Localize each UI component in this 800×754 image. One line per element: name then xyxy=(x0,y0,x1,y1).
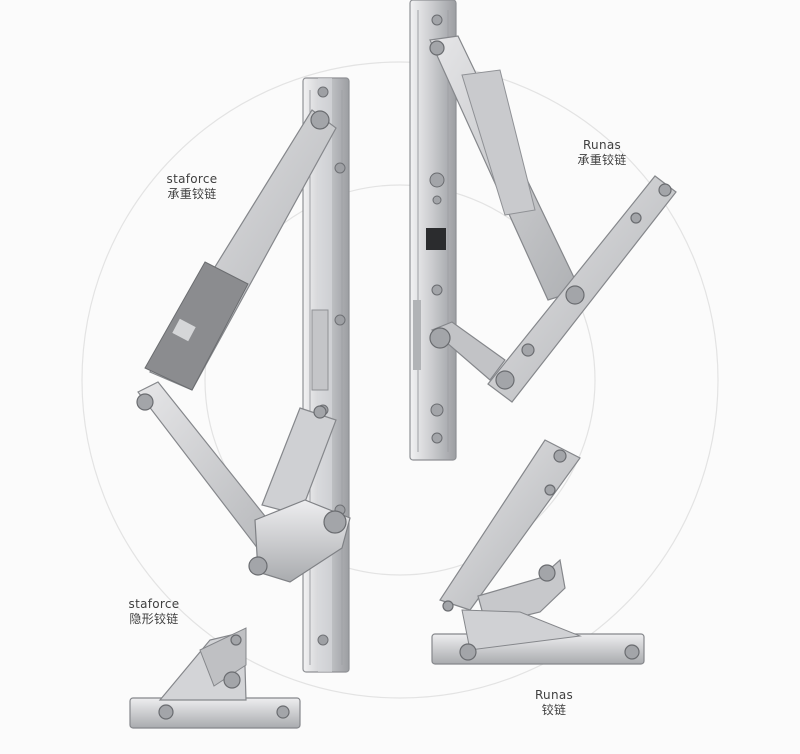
label-brand: Runas xyxy=(534,688,574,702)
label-type: 铰链 xyxy=(541,703,567,717)
label-brand: Runas xyxy=(582,138,622,152)
hinge-staforce-concealed-icon xyxy=(129,627,301,729)
label-brand: staforce xyxy=(128,597,180,611)
label-type: 隐形铰链 xyxy=(129,612,179,626)
label-brand: staforce xyxy=(166,172,218,186)
hinge-staforce-heavy-icon xyxy=(136,77,351,673)
label-type: 承重铰链 xyxy=(577,153,627,167)
hinge-runas-heavy-icon xyxy=(409,0,677,461)
label-runas-heavy-hinge: Runas 承重铰链 xyxy=(562,138,642,168)
label-runas-hinge: Runas 铰链 xyxy=(514,688,594,718)
decorative-guide-circles xyxy=(81,61,719,699)
label-staforce-concealed-hinge: staforce 隐形铰链 xyxy=(114,597,194,627)
label-type: 承重铰链 xyxy=(167,187,217,201)
label-staforce-heavy-hinge: staforce 承重铰链 xyxy=(152,172,232,202)
hinge-runas-icon xyxy=(431,439,645,665)
